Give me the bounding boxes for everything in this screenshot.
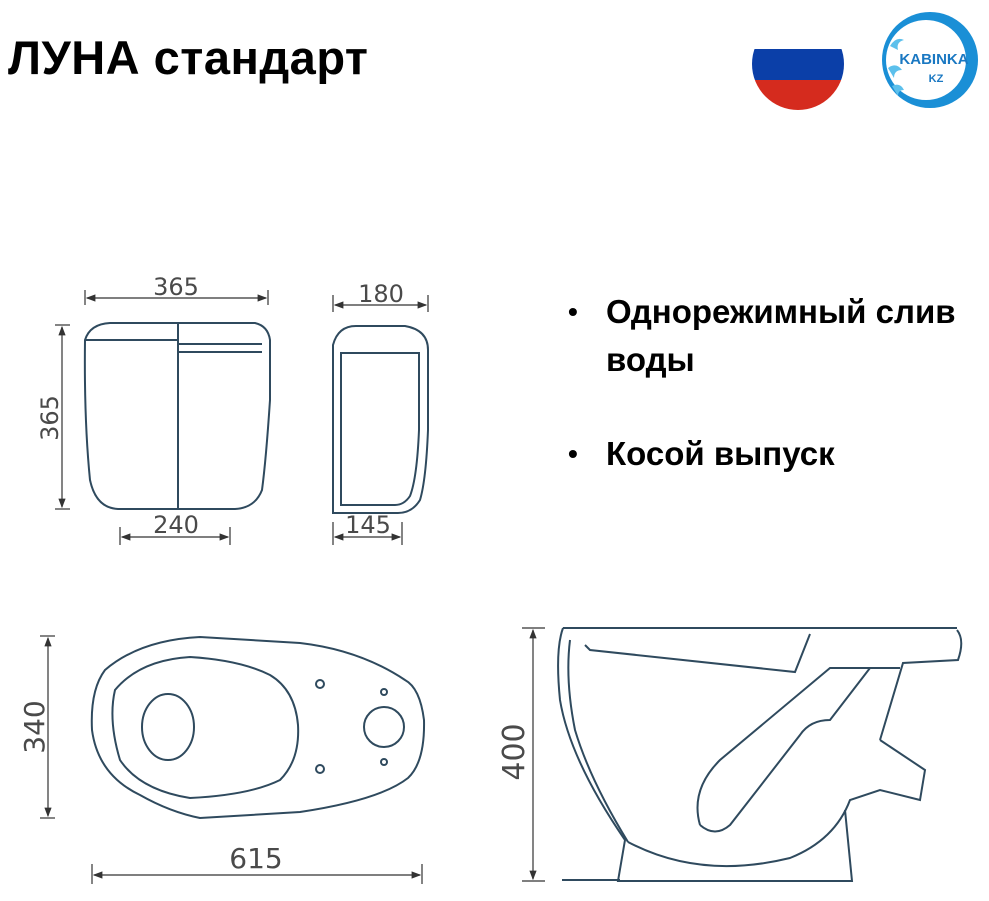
feature-text: Косой выпуск [606, 435, 835, 472]
tank-front-drawing [55, 290, 271, 545]
dim-tank-width-top: 365 [153, 273, 199, 301]
bullet-icon: • [568, 296, 578, 327]
logo-text-kz: KZ [929, 73, 944, 85]
dim-bowl-height: 400 [497, 723, 532, 780]
dim-tank-depth-top: 180 [358, 280, 404, 308]
tank-side-drawing [332, 295, 429, 545]
feature-list: • Однорежимный слив воды • Косой выпуск [566, 288, 986, 524]
dim-bowl-length: 615 [229, 842, 282, 875]
dim-bowl-width: 340 [18, 700, 51, 753]
feature-text: Однорежимный слив воды [606, 293, 956, 378]
bowl-top-drawing [40, 635, 426, 884]
kabinka-logo-icon: KABINKA KZ [882, 12, 978, 108]
logo-text-kabinka: KABINKA [899, 51, 968, 68]
feature-item: • Косой выпуск [566, 430, 986, 478]
feature-item: • Однорежимный слив воды [566, 288, 986, 384]
dim-tank-height: 365 [36, 395, 64, 441]
dim-tank-depth-bottom: 145 [345, 511, 391, 539]
page-title: ЛУНА стандарт [8, 31, 369, 84]
bullet-icon: • [568, 438, 578, 469]
dim-tank-width-bottom: 240 [153, 511, 199, 539]
russia-flag-icon [752, 18, 844, 110]
bowl-side-drawing [522, 627, 963, 882]
